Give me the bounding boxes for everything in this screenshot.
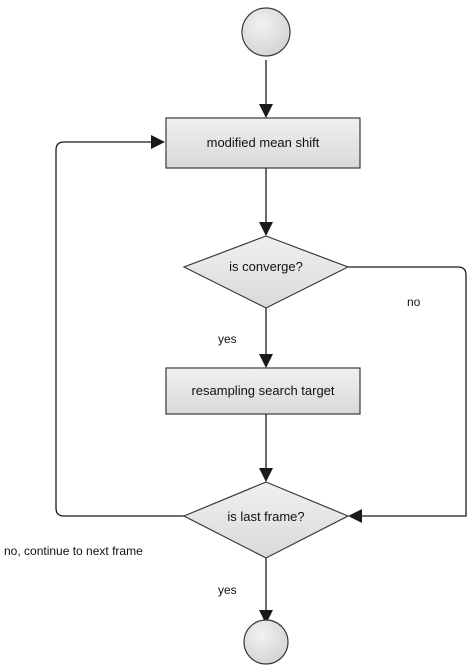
decision-last-frame-label: is last frame? (227, 509, 304, 524)
arrow-into-mean-shift (259, 104, 273, 118)
label-last-frame-yes: yes (218, 583, 237, 597)
decision-last-frame: is last frame? (182, 481, 350, 559)
connectors (55, 60, 467, 614)
arrow-into-last-frame (259, 468, 273, 482)
decision-converge: is converge? (182, 235, 350, 309)
end-node (243, 619, 289, 665)
decision-converge-label: is converge? (229, 259, 303, 274)
arrow-into-converge (259, 222, 273, 236)
arrow-no-into-last-frame (348, 509, 362, 523)
action-resampling: resampling search target (165, 367, 361, 415)
start-node (241, 7, 291, 57)
arrow-into-resampling (259, 354, 273, 368)
action-mean-shift: modified mean shift (165, 117, 361, 169)
arrow-into-end (259, 610, 273, 624)
edge-converge-no (348, 266, 467, 517)
label-converge-no: no (407, 295, 421, 309)
arrowheads (151, 104, 362, 624)
action-mean-shift-label: modified mean shift (207, 135, 320, 150)
action-resampling-label: resampling search target (191, 383, 334, 398)
label-converge-yes: yes (218, 332, 237, 346)
label-last-frame-no: no, continue to next frame (4, 544, 143, 558)
arrow-loop-into-mean-shift (151, 135, 165, 149)
edge-last-frame-no (55, 141, 184, 517)
